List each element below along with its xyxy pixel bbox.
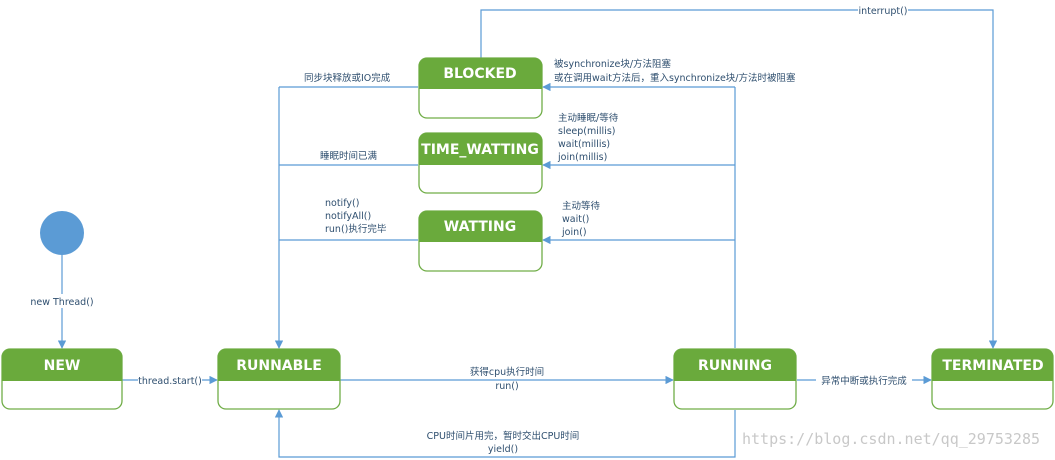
state-new: NEW bbox=[1, 348, 123, 410]
state-runnable-label: RUNNABLE bbox=[236, 358, 322, 374]
label-to-waiting-3: join() bbox=[561, 227, 587, 238]
state-waiting: WATTING bbox=[418, 210, 543, 272]
label-interrupt: interrupt() bbox=[858, 6, 907, 17]
state-runnable: RUNNABLE bbox=[217, 348, 341, 410]
label-to-waiting-2: wait() bbox=[562, 214, 589, 225]
label-to-waiting-1: 主动等待 bbox=[562, 200, 601, 212]
state-new-label: NEW bbox=[44, 358, 81, 374]
label-blocked-release: 同步块释放或IO完成 bbox=[304, 72, 391, 84]
state-blocked: BLOCKED bbox=[418, 57, 543, 119]
label-notify-2: notifyAll() bbox=[325, 211, 371, 222]
label-to-time-waiting-3: wait(millis) bbox=[558, 139, 610, 150]
label-thread-start: thread.start() bbox=[138, 376, 202, 387]
state-running-label: RUNNING bbox=[698, 358, 772, 374]
label-sleep-done: 睡眠时间已满 bbox=[320, 150, 378, 162]
label-get-cpu-1: 获得cpu执行时间 bbox=[470, 366, 544, 378]
state-running: RUNNING bbox=[673, 348, 797, 410]
edge-interrupt bbox=[480, 9, 998, 349]
label-notify-3: run()执行完毕 bbox=[325, 223, 387, 235]
label-new-thread: new Thread() bbox=[30, 297, 93, 308]
label-to-time-waiting-2: sleep(millis) bbox=[558, 126, 615, 137]
state-time-waiting: TIME_WATTING bbox=[418, 132, 543, 194]
state-terminated-label: TERMINATED bbox=[942, 358, 1043, 374]
label-to-blocked-2: 或在调用wait方法后，重入synchronize块/方法时被阻塞 bbox=[554, 72, 796, 84]
label-to-blocked-1: 被synchronize块/方法阻塞 bbox=[554, 58, 672, 70]
edge-yield bbox=[274, 409, 736, 458]
label-notify-1: notify() bbox=[325, 198, 359, 209]
start-node bbox=[40, 211, 84, 255]
state-terminated: TERMINATED bbox=[931, 348, 1054, 410]
state-waiting-label: WATTING bbox=[444, 219, 516, 235]
watermark: https://blog.csdn.net/qq_29753285 bbox=[742, 430, 1040, 448]
edges bbox=[57, 9, 998, 458]
label-yield-2: yield() bbox=[488, 444, 518, 455]
label-to-time-waiting-1: 主动睡眠/等待 bbox=[558, 112, 619, 124]
label-exception: 异常中断或执行完成 bbox=[821, 375, 907, 387]
label-to-time-waiting-4: join(millis) bbox=[557, 152, 607, 163]
state-blocked-label: BLOCKED bbox=[443, 66, 516, 82]
label-get-cpu-2: run() bbox=[495, 381, 518, 392]
label-yield-1: CPU时间片用完，暂时交出CPU时间 bbox=[427, 430, 580, 442]
state-time-waiting-label: TIME_WATTING bbox=[421, 142, 539, 158]
